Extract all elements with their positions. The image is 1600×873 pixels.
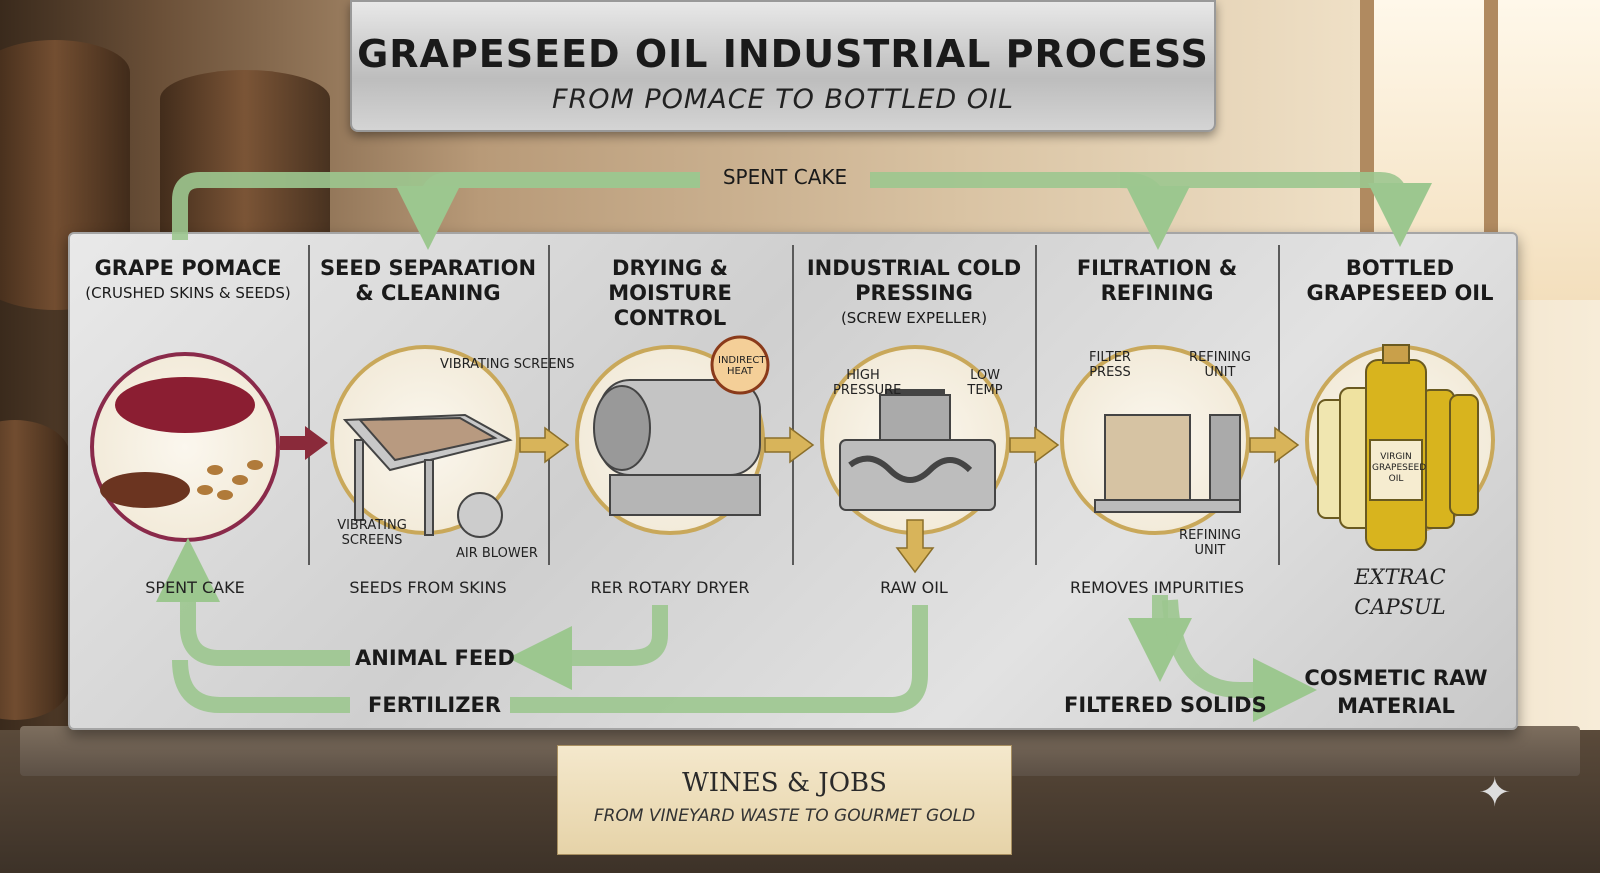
brand-tagline: FROM VINEYARD WASTE TO GOURMET GOLD — [593, 806, 976, 826]
crushed-skins-pile — [115, 377, 255, 433]
spent-cake-loop — [870, 172, 1432, 247]
title-plate: GRAPESEED OIL INDUSTRIAL PROCESS FROM PO… — [350, 0, 1216, 132]
label-indirect-heat: INDIRECT HEAT — [718, 355, 766, 377]
vibrating-screen-machine — [342, 413, 513, 538]
caption-removes-impurities: REMOVES IMPURITIES — [1069, 578, 1245, 597]
label-vibrating-screens: VIBRATING SCREENS — [440, 357, 575, 372]
label-air-blower: AIR BLOWER — [456, 546, 538, 561]
label-filter-press: FILTER PRESS — [1089, 350, 1131, 380]
background-barrel — [0, 420, 70, 720]
caption-rotary-dryer: RER ROTARY DRYER — [590, 578, 750, 597]
divider — [1035, 245, 1037, 565]
indirect-heat-badge — [710, 335, 770, 395]
spent-cake-branch — [1119, 172, 1190, 250]
flow-arrow-gold — [1249, 426, 1300, 464]
brand-name: WINES & JOBS — [682, 768, 887, 798]
spent-cake-label: SPENT CAKE — [722, 165, 848, 189]
flow-arrow-pomace — [280, 426, 328, 460]
label-low-temp: LOW TEMP — [967, 368, 1003, 398]
flow-arrow-gold — [764, 426, 815, 464]
oil-bottles — [1317, 344, 1479, 551]
stage-title-pressing: INDUSTRIAL COLD PRESSING(SCREW EXPELLER) — [806, 256, 1022, 327]
filter-press — [1094, 414, 1241, 513]
stage-title-separation: SEED SEPARATION & CLEANING — [319, 256, 537, 305]
rotary-dryer — [593, 379, 761, 516]
flow-arrow-gold — [1009, 426, 1060, 464]
caption-seeds-from-skins: SEEDS FROM SKINS — [349, 578, 507, 597]
filtered-solids-label: FILTERED SOLIDS — [1064, 693, 1267, 717]
bottle-label: VIRGIN GRAPESEED OIL — [1372, 452, 1427, 484]
raw-oil-arrow — [895, 519, 935, 574]
label-vibrating-screens: VIBRATING SCREENS — [337, 518, 407, 548]
stage-title-filtration: FILTRATION & REFINING — [1076, 256, 1238, 305]
cosmetic-arrow — [1162, 599, 1317, 722]
divider — [792, 245, 794, 565]
brand-plaque: WINES & JOBS FROM VINEYARD WASTE TO GOUR… — [557, 745, 1012, 855]
label-refining-unit: REFINING UNIT — [1179, 528, 1241, 558]
seeds-pile — [100, 472, 190, 508]
flow-arrow-gold — [519, 426, 570, 464]
fertilizer-return — [172, 659, 350, 713]
label-high-pressure: HIGH PRESSURE — [833, 368, 902, 398]
fertilizer-arrow — [510, 605, 928, 713]
animal-feed-return — [156, 538, 350, 666]
cosmetic-raw-material-label: COSMETIC RAW MATERIAL — [1304, 666, 1488, 718]
stage-title-drying: DRYING & MOISTURE CONTROL — [608, 256, 732, 330]
fertilizer-label: FERTILIZER — [368, 693, 501, 717]
divider — [548, 245, 550, 565]
grape-seeds — [197, 460, 263, 500]
label-refining-unit: REFINING UNIT — [1189, 350, 1251, 380]
divider — [1278, 245, 1280, 565]
animal-feed-arrow — [508, 605, 668, 690]
screw-expeller — [839, 389, 996, 511]
divider — [308, 245, 310, 565]
page-subtitle: FROM POMACE TO BOTTLED OIL — [551, 84, 1015, 115]
spent-cake-branch — [396, 172, 700, 250]
stage-title-pomace: GRAPE POMACE(CRUSHED SKINS & SEEDS) — [85, 256, 291, 302]
spent-cake-loop — [172, 172, 700, 240]
page-title: GRAPESEED OIL INDUSTRIAL PROCESS — [357, 32, 1209, 76]
stage-title-bottled: BOTTLED GRAPESEED OIL — [1306, 256, 1494, 305]
caption-spent-cake: SPENT CAKE — [145, 578, 245, 597]
sparkle-icon: ✦ — [1478, 770, 1512, 816]
caption-raw-oil: RAW OIL — [880, 578, 948, 597]
animal-feed-label: ANIMAL FEED — [355, 646, 515, 670]
